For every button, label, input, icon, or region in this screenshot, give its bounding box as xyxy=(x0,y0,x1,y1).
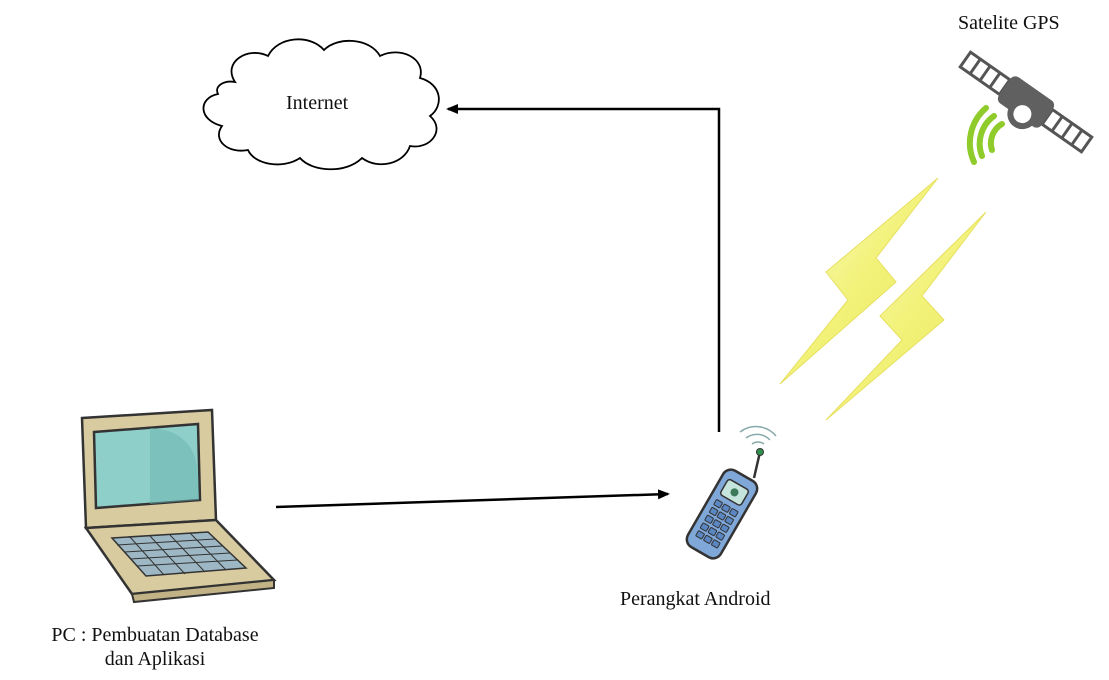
mobile-phone-icon xyxy=(685,425,777,560)
android-device-label: Perangkat Android xyxy=(620,588,771,610)
cloud-icon xyxy=(202,38,440,171)
lightning-bolts-icon xyxy=(779,177,987,421)
satellite-icon xyxy=(958,50,1094,165)
satellite-label: Satelite GPS xyxy=(958,12,1060,34)
edge-pc-android xyxy=(275,489,670,509)
edge-android-internet xyxy=(446,104,721,432)
laptop-icon xyxy=(80,408,277,604)
internet-label: Internet xyxy=(286,92,349,114)
pc-label-line-1: PC : Pembuatan Database xyxy=(51,624,259,646)
pc-label: PC : Pembuatan Database dan Aplikasi xyxy=(14,623,296,671)
pc-label-line-2: dan Aplikasi xyxy=(104,648,206,670)
